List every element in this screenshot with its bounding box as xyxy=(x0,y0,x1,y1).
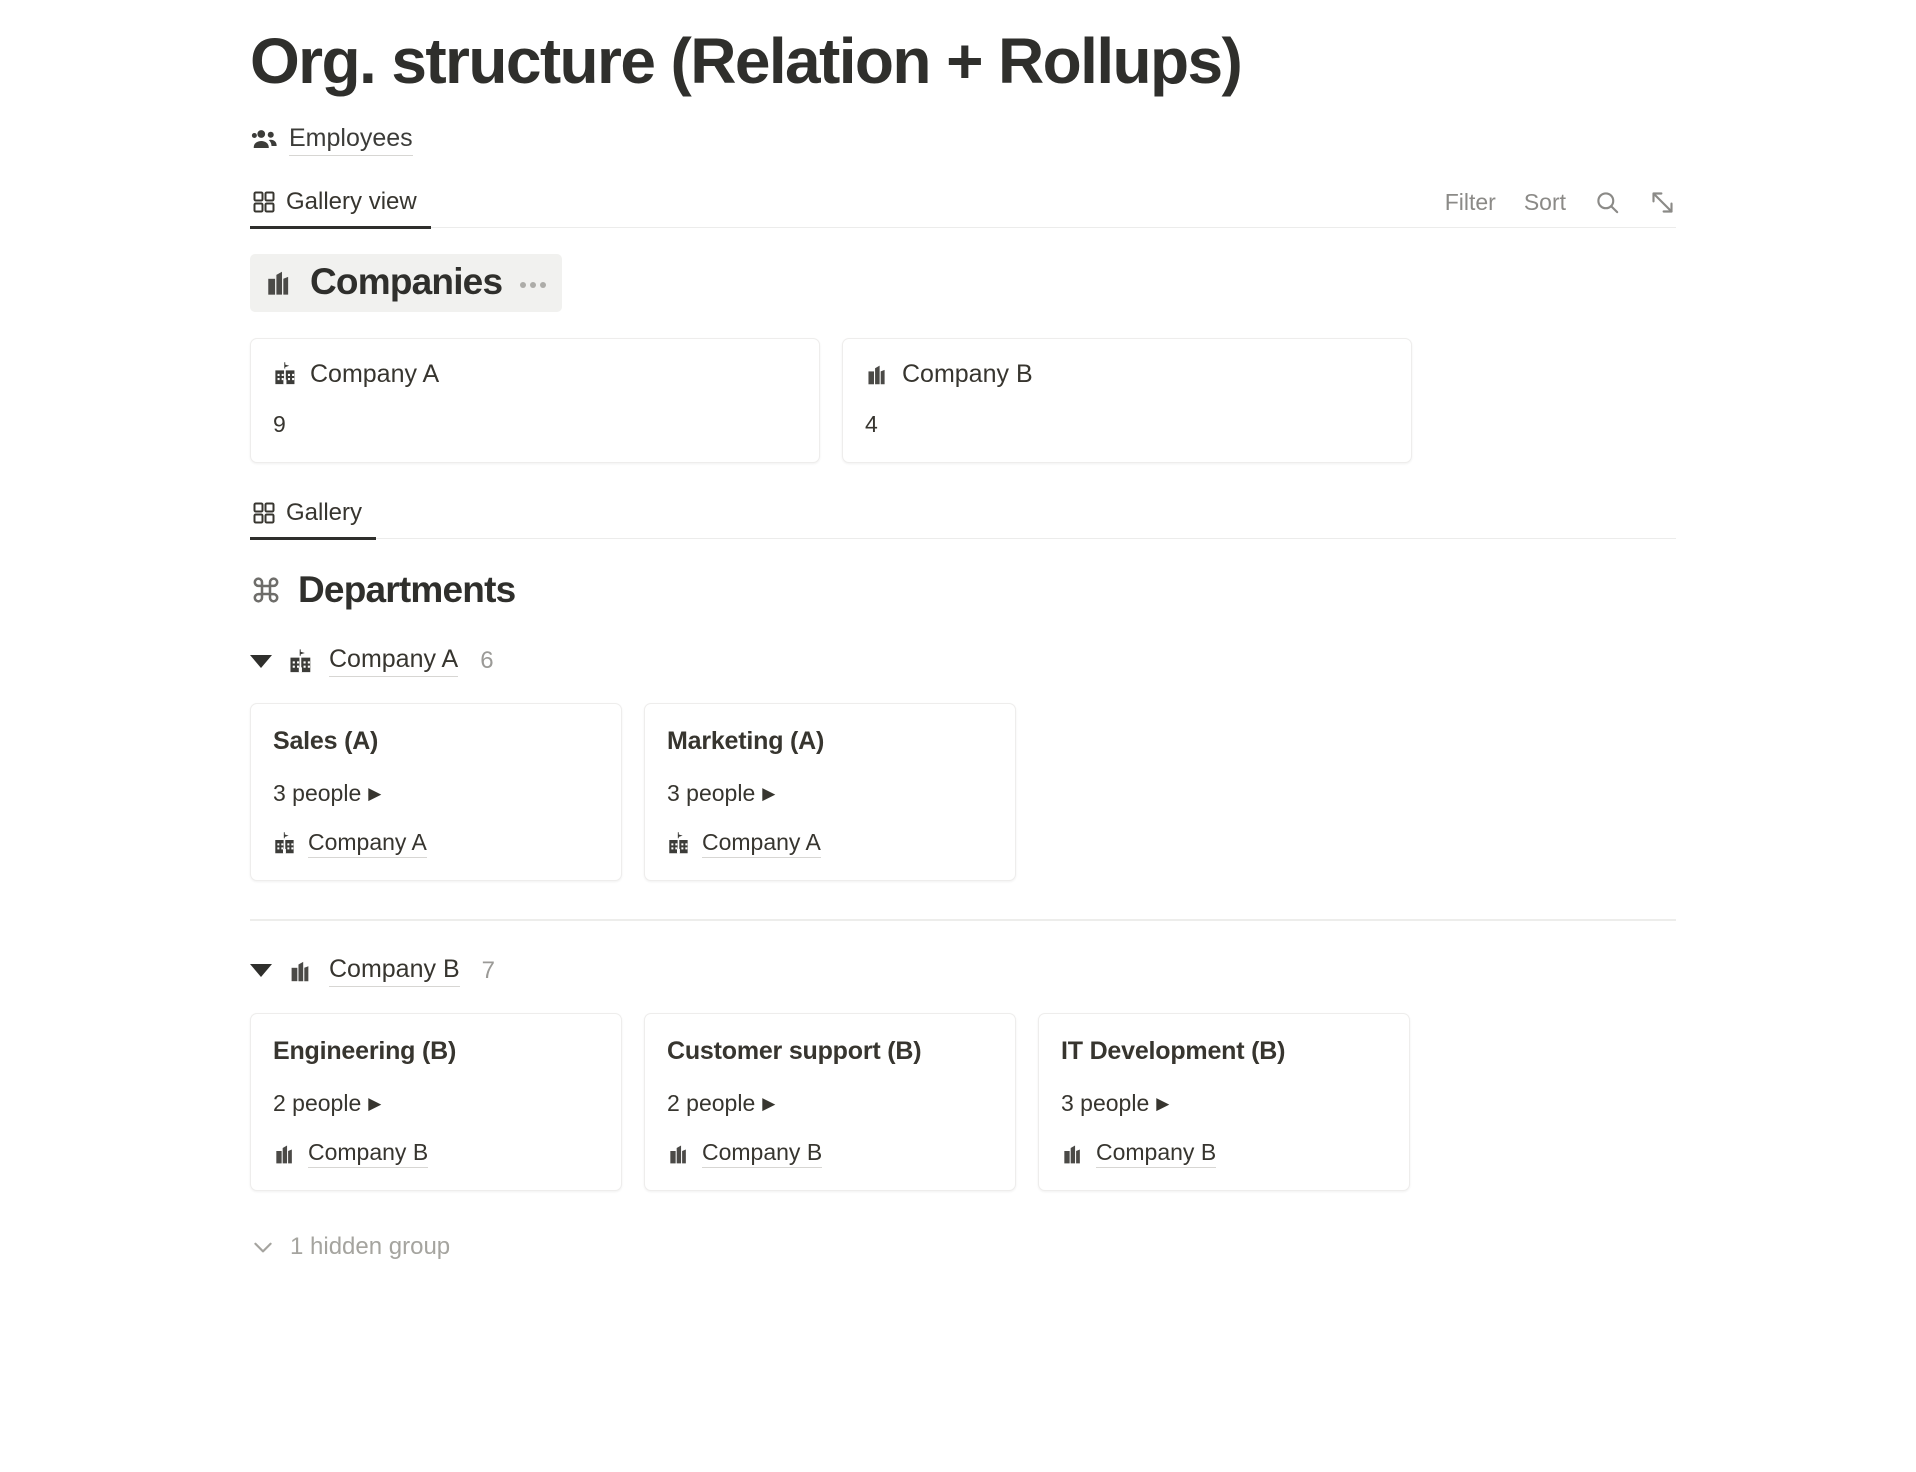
caret-down-icon[interactable] xyxy=(250,654,272,668)
caret-down-icon[interactable] xyxy=(250,964,272,978)
gallery-toolbar: Gallery xyxy=(250,487,1676,541)
company-card-value: 4 xyxy=(865,411,878,438)
department-card-people-label: 2 people xyxy=(273,1089,362,1116)
hidden-group-toggle[interactable]: 1 hidden group xyxy=(250,1233,1676,1261)
company-card[interactable]: Company A 9 xyxy=(250,338,820,464)
department-card-relation[interactable]: Company A xyxy=(667,829,993,859)
department-card[interactable]: Marketing (A) 3 people ▶ Company A xyxy=(644,703,1016,882)
page-content: Org. structure (Relation + Rollups) Empl… xyxy=(250,0,1676,1261)
department-card-people: 3 people ▶ xyxy=(273,780,599,807)
department-card-people-label: 2 people xyxy=(667,1089,756,1116)
expand-diagonal-icon[interactable] xyxy=(1649,189,1676,216)
department-card-title: Marketing (A) xyxy=(667,727,825,756)
tab-gallery[interactable]: Gallery xyxy=(250,499,377,541)
companies-section-title: Companies xyxy=(310,261,503,303)
ellipsis-icon[interactable] xyxy=(520,282,547,289)
company-card[interactable]: Company B 4 xyxy=(842,338,1412,464)
breadcrumb-label: Employees xyxy=(289,123,413,156)
department-card-people: 3 people ▶ xyxy=(667,780,993,807)
play-triangle-icon: ▶ xyxy=(1156,1093,1170,1113)
group-label: Company B xyxy=(329,955,460,987)
command-loop-icon xyxy=(250,574,282,606)
department-card-people: 3 people ▶ xyxy=(1061,1090,1387,1117)
department-card-title: Sales (A) xyxy=(273,727,379,756)
city-building-icon xyxy=(1061,1141,1086,1166)
city-building-icon xyxy=(264,266,296,298)
companies-card-row: Company A 9 Company B 4 xyxy=(250,338,1676,464)
company-card-name: Company B xyxy=(902,360,1033,389)
department-card-people-label: 3 people xyxy=(667,780,756,807)
school-building-icon xyxy=(288,648,315,675)
city-building-icon xyxy=(865,361,891,387)
school-building-icon xyxy=(273,831,298,856)
group-count: 6 xyxy=(480,647,494,675)
city-building-icon xyxy=(667,1141,692,1166)
department-card-relation[interactable]: Company B xyxy=(273,1139,599,1168)
company-card-title-row: Company A xyxy=(273,359,797,389)
department-card-title: Customer support (B) xyxy=(667,1036,922,1065)
chevron-down-icon xyxy=(250,1234,276,1260)
company-card-name: Company A xyxy=(310,360,440,389)
school-building-icon xyxy=(273,361,299,387)
department-card-people: 2 people ▶ xyxy=(273,1090,599,1117)
play-triangle-icon: ▶ xyxy=(762,1093,776,1113)
play-triangle-icon: ▶ xyxy=(762,784,776,804)
department-card-row-company-a: Sales (A) 3 people ▶ Company A xyxy=(250,703,1676,882)
company-card-value: 9 xyxy=(273,411,286,438)
departments-section-heading: Departments xyxy=(250,569,1676,611)
group-label: Company A xyxy=(329,645,459,678)
gallery-grid-icon xyxy=(252,190,276,214)
department-card-people: 2 people ▶ xyxy=(667,1090,993,1117)
department-card[interactable]: IT Development (B) 3 people ▶ Company B xyxy=(1038,1012,1410,1191)
tab-gallery-view-label: Gallery view xyxy=(286,188,417,216)
sort-button[interactable]: Sort xyxy=(1523,189,1566,216)
gallery-grid-icon xyxy=(252,501,276,525)
people-group-icon xyxy=(250,124,280,154)
department-card-relation-label: Company B xyxy=(702,1139,823,1168)
department-card-row-company-b: Engineering (B) 2 people ▶ Company B xyxy=(250,1012,1676,1191)
tab-gallery-label: Gallery xyxy=(286,499,363,527)
tab-gallery-view[interactable]: Gallery view xyxy=(250,188,431,230)
department-card-title: IT Development (B) xyxy=(1061,1036,1286,1065)
group-divider xyxy=(250,919,1676,921)
department-card-relation-label: Company B xyxy=(1096,1139,1217,1168)
department-card-relation[interactable]: Company A xyxy=(273,829,599,859)
department-card-relation[interactable]: Company B xyxy=(1061,1139,1387,1168)
company-card-title-row: Company B xyxy=(865,359,1389,389)
view-tools: Filter Sort xyxy=(1445,189,1676,228)
school-building-icon xyxy=(667,831,692,856)
hidden-group-label: 1 hidden group xyxy=(290,1232,451,1260)
department-card-relation-label: Company A xyxy=(308,829,427,859)
department-card[interactable]: Engineering (B) 2 people ▶ Company B xyxy=(250,1012,622,1191)
group-count: 7 xyxy=(481,956,495,984)
breadcrumb[interactable]: Employees xyxy=(250,123,1676,156)
group-header-company-b[interactable]: Company B 7 xyxy=(250,955,1676,987)
view-toolbar: Gallery view Filter Sort xyxy=(250,176,1676,230)
page-title: Org. structure (Relation + Rollups) xyxy=(250,25,1243,97)
departments-section-title: Departments xyxy=(298,569,516,611)
companies-section-heading[interactable]: Companies xyxy=(250,254,563,313)
department-card-relation[interactable]: Company B xyxy=(667,1139,993,1168)
search-icon[interactable] xyxy=(1594,189,1621,216)
city-building-icon xyxy=(288,957,315,984)
city-building-icon xyxy=(273,1141,298,1166)
filter-button[interactable]: Filter xyxy=(1444,189,1496,216)
department-card-people-label: 3 people xyxy=(273,780,362,807)
play-triangle-icon: ▶ xyxy=(368,784,382,804)
gallery-tabs: Gallery xyxy=(250,499,377,541)
department-card-people-label: 3 people xyxy=(1061,1089,1150,1116)
department-card-relation-label: Company B xyxy=(308,1139,429,1168)
play-triangle-icon: ▶ xyxy=(368,1093,382,1113)
department-card[interactable]: Sales (A) 3 people ▶ Company A xyxy=(250,703,622,882)
view-tabs: Gallery view xyxy=(250,188,431,230)
department-card-relation-label: Company A xyxy=(702,829,821,859)
department-card[interactable]: Customer support (B) 2 people ▶ Company … xyxy=(644,1012,1016,1191)
department-card-title: Engineering (B) xyxy=(273,1036,457,1065)
group-header-company-a[interactable]: Company A 6 xyxy=(250,645,1676,678)
